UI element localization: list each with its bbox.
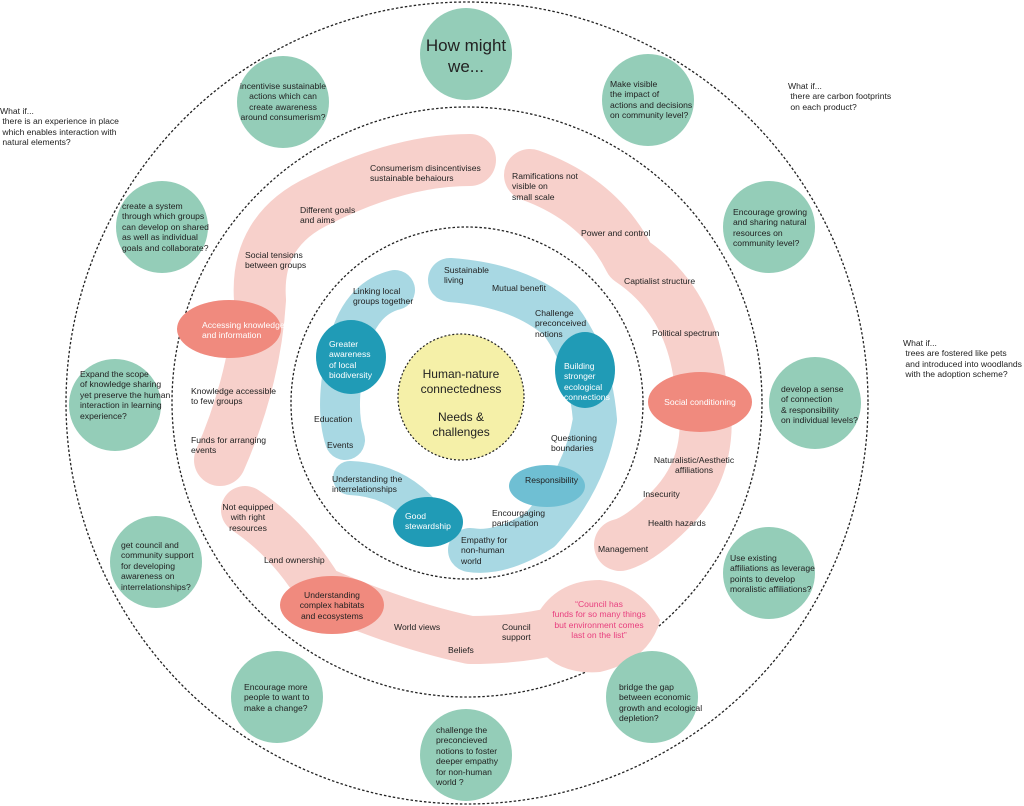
challenge-item: Ramifications not visible on small scale — [512, 171, 578, 202]
challenge-item: Different goals and aims — [300, 205, 356, 226]
challenge-item: Knowledge accessible to few groups — [191, 386, 277, 407]
center-title: Human-nature connectedness — [420, 367, 502, 396]
hmw-circle — [606, 651, 698, 743]
hmw-question: challenge the preconcieved notions to fo… — [436, 725, 499, 788]
need-item: Questioning boundaries — [551, 433, 597, 454]
challenge-item: World views — [394, 622, 441, 632]
challenge-item: Funds for arranging events — [191, 435, 266, 456]
hmw-circle — [723, 527, 815, 619]
challenge-item: Council support — [502, 622, 531, 643]
key-challenge-blob-2 — [648, 372, 752, 432]
hmw-question: get council and community support for de… — [121, 540, 194, 592]
hmw-circle — [602, 54, 694, 146]
challenge-item: Power and control — [581, 228, 651, 238]
key-challenge-label: Social conditioning — [664, 397, 736, 407]
challenge-item: Beliefs — [448, 645, 474, 655]
key-need-label: Greater awareness of local biodiversity — [329, 339, 372, 381]
challenge-blob-left — [194, 134, 496, 486]
center-circle — [397, 333, 525, 461]
challenge-item: Political spectrum — [652, 328, 720, 338]
challenge-item: Land ownership — [264, 555, 325, 565]
key-need-label: Good stewardship — [405, 511, 451, 532]
inner-ring — [290, 226, 644, 580]
hmw-question: create a system through which groups can… — [122, 201, 209, 253]
hmw-circle — [69, 359, 161, 451]
hmw-question: incentivise sustainable actions which ca… — [240, 81, 326, 123]
responsibility-label: Responsibility — [525, 475, 579, 485]
hmw-question: Use existing affiliations as leverage po… — [730, 553, 815, 595]
hmw-circle — [116, 181, 208, 273]
hmw-question: Make visible the impact of actions and d… — [610, 79, 693, 121]
key-need-blob-3 — [393, 497, 463, 547]
council-quote: “Council has funds for so many things bu… — [552, 599, 646, 641]
hmw-circle — [231, 651, 323, 743]
key-challenge-blob-1 — [177, 300, 281, 358]
hmw-circle — [110, 516, 202, 608]
key-need-blob-1 — [316, 320, 386, 394]
need-item: Empathy for non-human world — [461, 535, 508, 566]
needs-blob-right — [428, 258, 617, 573]
what-if-note: What if... there are carbon footprints o… — [788, 81, 892, 112]
need-item: Challenge preconceived notions — [535, 308, 587, 339]
what-if-note: What if... trees are fostered like pets … — [903, 338, 1022, 380]
key-need-label: Building stronger ecological connections — [564, 361, 610, 403]
hmw-circle — [420, 709, 512, 801]
hmw-question: bridge the gap between economic growth a… — [619, 682, 703, 724]
challenge-item: Captialist structure — [624, 276, 696, 286]
hmw-circle — [237, 56, 329, 148]
challenge-item: Insecurity — [643, 489, 680, 499]
key-need-blob-2 — [555, 332, 615, 408]
need-item: Encourgaging participation — [492, 508, 546, 529]
challenge-item: Consumerism disincentivises sustainable … — [370, 163, 481, 184]
challenge-item: Naturalistic/Aesthetic affiliations — [653, 455, 735, 476]
hmw-question: Expand the scope of knowledge sharing ye… — [80, 369, 171, 421]
need-item: Events — [327, 440, 354, 450]
challenge-item: Management — [598, 544, 649, 554]
need-item: Understanding the interrelationships — [332, 474, 403, 495]
challenge-item: Health hazards — [648, 518, 706, 528]
challenge-item: Not equipped with right resources — [222, 502, 274, 533]
key-challenge-label: Accessing knowledge and information — [202, 320, 285, 341]
middle-ring — [171, 106, 763, 698]
hmw-circle — [723, 181, 815, 273]
challenge-blob-right — [504, 149, 732, 571]
hmw-question: develop a sense of connection & responsi… — [781, 384, 858, 426]
quote-blob — [540, 580, 660, 673]
need-item: Linking local groups together — [353, 286, 414, 307]
what-if-note: What if... there is an experience in pla… — [0, 106, 119, 148]
key-challenge-label: Understanding complex habitats and ecosy… — [299, 590, 365, 621]
need-item: Education — [314, 414, 353, 424]
hmw-title: How might we... — [425, 36, 507, 76]
center-subtitle: Needs & challenges — [432, 410, 490, 439]
outer-ring — [65, 1, 869, 805]
hmw-circle-title — [420, 8, 512, 100]
hmw-question: Encourage growing and sharing natural re… — [733, 207, 808, 249]
key-challenge-blob-3 — [280, 576, 384, 634]
responsibility-blob — [509, 465, 585, 507]
need-item: Mutual benefit — [492, 283, 546, 293]
hmw-circle — [769, 357, 861, 449]
challenge-item: Social tensions between groups — [245, 250, 307, 271]
hmw-question: Encourage more people to want to make a … — [244, 682, 310, 713]
need-item: Sustainable living — [444, 265, 489, 286]
